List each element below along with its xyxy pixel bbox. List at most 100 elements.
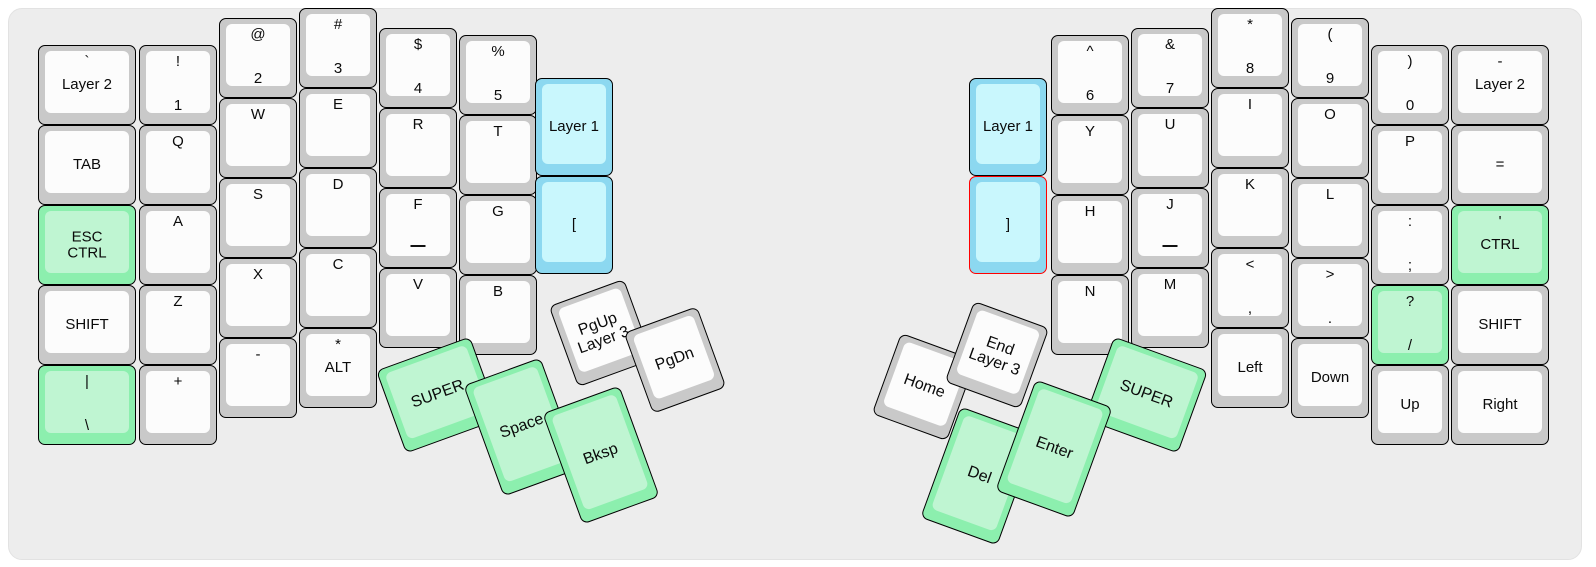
key-legend-secondary: ` [84, 53, 90, 70]
keycap-surface [1458, 51, 1542, 113]
key-t[interactable]: T [459, 115, 537, 195]
keycap-surface [1378, 371, 1442, 433]
key-pipe-backslash[interactable]: |\ [38, 365, 136, 445]
key-legend-primary: 9 [1325, 70, 1335, 88]
key-quote-ctrl[interactable]: 'CTRL [1451, 205, 1549, 285]
key-legend-primary: Q [172, 133, 184, 150]
key-o[interactable]: O [1291, 98, 1369, 178]
key-9-lparen[interactable]: (9 [1291, 18, 1369, 98]
key-u[interactable]: U [1131, 108, 1209, 188]
key-v[interactable]: V [379, 268, 457, 348]
keycap-surface [1298, 24, 1362, 86]
key-2-at[interactable]: @2 [219, 18, 297, 98]
keycap-surface [45, 211, 129, 273]
key-legend-primary: F [413, 196, 423, 213]
key-layer1-left[interactable]: Layer 1 [535, 78, 613, 176]
key-h[interactable]: H [1051, 195, 1129, 275]
key-m[interactable]: M [1131, 268, 1209, 348]
keycap-surface [146, 371, 210, 433]
keycap-surface [1058, 41, 1122, 103]
key-plus[interactable]: + [139, 365, 217, 445]
key-6-caret[interactable]: ^6 [1051, 35, 1129, 115]
keycap-surface [226, 104, 290, 166]
key-tab[interactable]: TAB [38, 125, 136, 205]
key-comma-lt[interactable]: <, [1211, 248, 1289, 328]
key-w[interactable]: W [219, 98, 297, 178]
key-legend-secondary: ) [1407, 53, 1413, 70]
keycap-surface [45, 51, 129, 113]
key-minus-layer2[interactable]: -Layer 2 [1451, 45, 1549, 125]
key-legend-primary: , [1247, 300, 1253, 318]
key-legend-primary: SHIFT [65, 316, 109, 334]
key-down[interactable]: Down [1291, 338, 1369, 418]
keycap-surface [386, 34, 450, 96]
keycap-surface [1458, 211, 1542, 273]
key-legend-primary: 6 [1085, 87, 1095, 105]
keycap-surface [45, 371, 129, 433]
key-y[interactable]: Y [1051, 115, 1129, 195]
key-legend-primary: S [252, 186, 263, 203]
key-legend-primary: ] [1005, 216, 1011, 234]
key-left[interactable]: Left [1211, 328, 1289, 408]
keycap-surface [306, 14, 370, 76]
keycap-surface [1218, 174, 1282, 236]
key-equals[interactable]: = [1451, 125, 1549, 205]
key-shift-left[interactable]: SHIFT [38, 285, 136, 365]
key-1-exclaim[interactable]: !1 [139, 45, 217, 125]
key-period-gt[interactable]: >. [1291, 258, 1369, 338]
key-legend-primary: Layer 1 [982, 118, 1034, 136]
key-s[interactable]: S [219, 178, 297, 258]
key-legend-secondary: - [1497, 53, 1503, 70]
key-bksp[interactable]: Bksp [542, 385, 660, 525]
key-5-percent[interactable]: %5 [459, 35, 537, 115]
key-d[interactable]: D [299, 168, 377, 248]
key-grave-layer2[interactable]: `Layer 2 [38, 45, 136, 125]
keycap-surface [1378, 291, 1442, 353]
key-legend-primary: I [1247, 96, 1253, 113]
key-l[interactable]: L [1291, 178, 1369, 258]
keycap-surface [226, 184, 290, 246]
key-semicolon-colon[interactable]: :; [1371, 205, 1449, 285]
key-bracket-left[interactable]: [ [535, 176, 613, 274]
key-legend-primary: 5 [493, 87, 503, 105]
key-a[interactable]: A [139, 205, 217, 285]
key-legend-primary: R [412, 116, 424, 133]
key-i[interactable]: I [1211, 88, 1289, 168]
key-c[interactable]: C [299, 248, 377, 328]
key-legend-secondary: > [1325, 266, 1335, 283]
keycap-surface [466, 41, 530, 103]
key-0-rparen[interactable]: )0 [1371, 45, 1449, 125]
key-slash-question[interactable]: ?/ [1371, 285, 1449, 365]
key-legend-primary: V [412, 276, 423, 293]
key-right[interactable]: Right [1451, 365, 1549, 445]
key-z[interactable]: Z [139, 285, 217, 365]
key-g[interactable]: G [459, 195, 537, 275]
keycap-surface [386, 274, 450, 336]
key-bracket-right[interactable]: ] [969, 176, 1047, 274]
key-legend-primary: Up [1400, 396, 1420, 414]
keycap-surface [226, 264, 290, 326]
key-7-amp[interactable]: &7 [1131, 28, 1209, 108]
key-8-asterisk[interactable]: *8 [1211, 8, 1289, 88]
key-legend-primary: 2 [253, 70, 263, 88]
keycap-surface [1298, 344, 1362, 406]
key-legend-primary: D [332, 176, 344, 193]
key-layer1-right[interactable]: Layer 1 [969, 78, 1047, 176]
key-j[interactable]: J [1131, 188, 1209, 268]
key-4-dollar[interactable]: $4 [379, 28, 457, 108]
key-3-hash[interactable]: #3 [299, 8, 377, 88]
key-p[interactable]: P [1371, 125, 1449, 205]
key-shift-right[interactable]: SHIFT [1451, 285, 1549, 365]
key-alt[interactable]: *ALT [299, 328, 377, 408]
key-q[interactable]: Q [139, 125, 217, 205]
key-up[interactable]: Up [1371, 365, 1449, 445]
key-k[interactable]: K [1211, 168, 1289, 248]
keycap-surface [1458, 291, 1542, 353]
key-legend-primary: 1 [173, 97, 183, 115]
key-minus[interactable]: - [219, 338, 297, 418]
key-f[interactable]: F [379, 188, 457, 268]
key-r[interactable]: R [379, 108, 457, 188]
key-esc-ctrl[interactable]: ESC CTRL [38, 205, 136, 285]
key-x[interactable]: X [219, 258, 297, 338]
key-e[interactable]: E [299, 88, 377, 168]
